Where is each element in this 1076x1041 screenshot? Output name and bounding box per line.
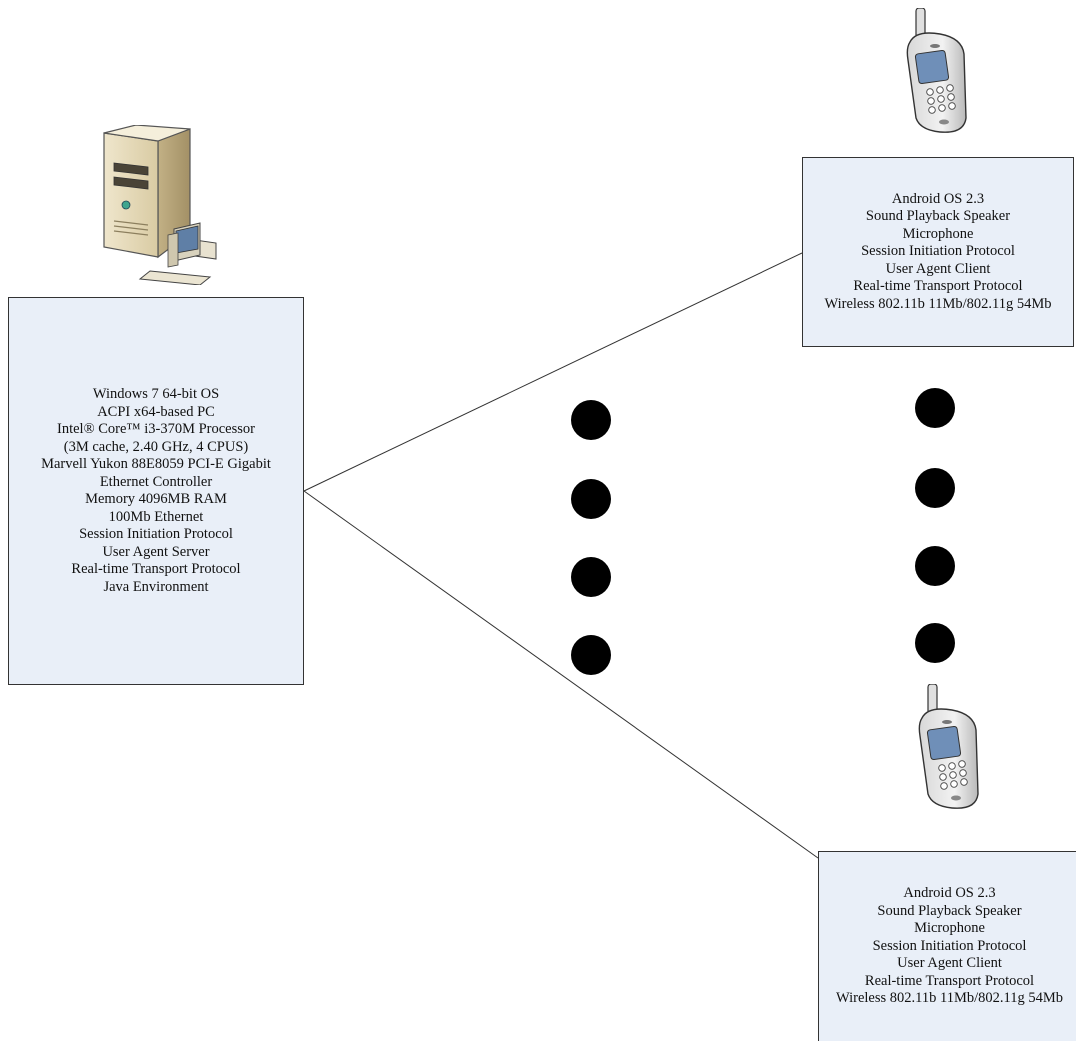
server-spec-line: ACPI x64-based PC — [97, 403, 215, 420]
server-spec-line: 100Mb Ethernet — [108, 508, 204, 525]
server-spec-line: Ethernet Controller — [99, 473, 213, 490]
phone-1-spec-line: Real-time Transport Protocol — [853, 278, 1023, 295]
phone-1-spec-line: Microphone — [902, 225, 974, 242]
ellipsis-dot — [571, 479, 611, 519]
server-spec-line: Memory 4096MB RAM — [85, 491, 227, 507]
server-spec-line: Marvell Yukon 88E8059 PCI-E Gigabit — [41, 456, 271, 472]
ellipsis-dot — [571, 557, 611, 597]
phone-1-spec-line: Wireless 802.11b 11Mb/802.11g 54Mb — [824, 295, 1052, 312]
ellipsis-dot — [571, 400, 611, 440]
phone-2-spec-line: Sound Playback Speaker — [877, 902, 1022, 919]
server-spec-line: Java Environment — [103, 578, 209, 595]
server-spec-line: Session Initiation Protocol — [79, 526, 233, 542]
ellipsis-dot — [915, 546, 955, 586]
ellipsis-dot — [915, 623, 955, 663]
phone-2-spec-line: Session Initiation Protocol — [872, 937, 1027, 954]
phone-2-spec-line: User Agent Client — [897, 955, 1002, 972]
phone-1-spec-line: Android OS 2.3 — [891, 190, 985, 207]
server-spec-line: Intel® Core™ i3-370M Processor — [57, 421, 255, 437]
connector-server-to-phone-1 — [303, 252, 803, 492]
phone-1-spec-box: Android OS 2.3 Sound Playback Speaker Mi… — [802, 157, 1074, 347]
server-spec-line: Real-time Transport Protocol — [71, 561, 241, 577]
phone-2-spec-box: Android OS 2.3 Sound Playback Speaker Mi… — [818, 851, 1076, 1041]
phone-2-spec-line: Microphone — [914, 920, 985, 937]
ellipsis-dot — [915, 388, 955, 428]
mobile-phone-icon — [918, 684, 979, 809]
phone-1-spec-line: Session Initiation Protocol — [861, 243, 1015, 260]
server-spec-line: Windows 7 64-bit OS — [92, 386, 220, 402]
phone-2-spec-line: Android OS 2.3 — [903, 885, 996, 902]
phone-1-spec-line: User Agent Client — [885, 260, 991, 277]
server-tower-icon — [103, 125, 217, 285]
phone-2-spec-line: Real-time Transport Protocol — [864, 972, 1035, 989]
server-spec-line: User Agent Server — [102, 543, 210, 560]
mobile-phone-icon — [906, 8, 967, 133]
server-spec-box: Windows 7 64-bit OS ACPI x64-based PC In… — [8, 297, 304, 685]
ellipsis-dot — [915, 468, 955, 508]
connector-server-to-phone-2 — [303, 490, 819, 859]
server-spec-line: (3M cache, 2.40 GHz, 4 CPUS) — [63, 438, 249, 455]
phone-1-spec-line: Sound Playback Speaker — [865, 208, 1011, 225]
ellipsis-dot — [571, 635, 611, 675]
phone-2-spec-line: Wireless 802.11b 11Mb/802.11g 54Mb — [836, 990, 1063, 1007]
